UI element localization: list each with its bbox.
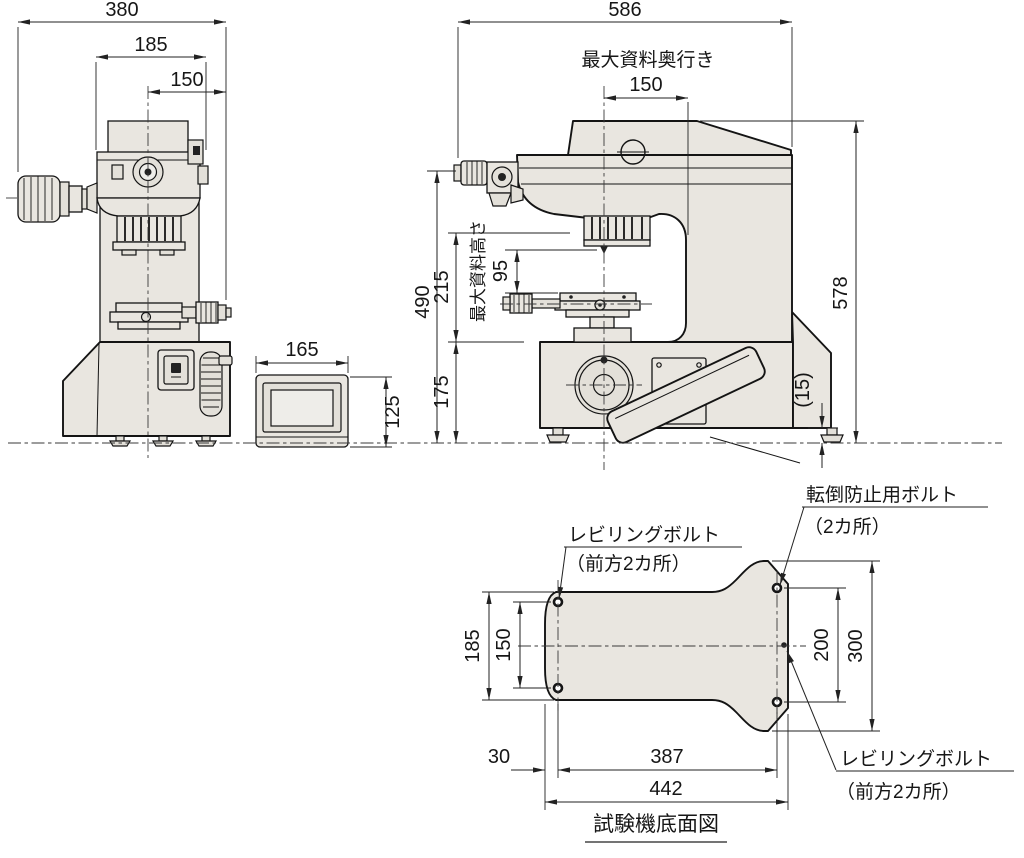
- callout-leveling-bolt-rear: レビリングボルト （前方2カ所）: [786, 650, 1014, 803]
- dim-side-center-offset: 150: [148, 69, 226, 95]
- dim-text: 442: [649, 778, 682, 800]
- dim-text: 387: [650, 746, 683, 768]
- dim-text: 30: [488, 746, 510, 768]
- callout-text-line1: レビリングボルト: [568, 524, 720, 546]
- connector-icon: [171, 363, 181, 373]
- side-eyepiece-knob: [17, 175, 98, 223]
- centerlines: [6, 86, 1002, 714]
- front-turret: [453, 160, 524, 207]
- display-screen: [270, 389, 334, 427]
- front-feet: [546, 427, 844, 443]
- front-c-frame: [516, 154, 793, 343]
- front-stage: [502, 292, 641, 343]
- dim-throat-height: 215: [431, 233, 459, 342]
- dim-base-height: 175: [431, 342, 459, 443]
- front-indenter-fins: [583, 215, 651, 241]
- dim-display-height: 125: [382, 377, 404, 447]
- dim-max-specimen-height: 95: [490, 250, 520, 293]
- dim-text: 586: [608, 0, 641, 21]
- dim-text: (15): [792, 372, 814, 408]
- dim-text: 200: [811, 628, 833, 661]
- dim-side-head-width: 185: [96, 34, 206, 60]
- side-micrometer: [195, 301, 219, 324]
- dim-text: 215: [431, 270, 453, 303]
- callout-text-line2: （2カ所）: [804, 516, 891, 538]
- front-view-machine: [453, 120, 844, 464]
- dim-text: 578: [830, 276, 852, 309]
- dims-front-view: 586 最大資料奥行き 150 490 215 最大資料高さ 95 175 57…: [412, 0, 864, 468]
- dim-text: 380: [105, 0, 138, 21]
- dim-text: 165: [285, 339, 318, 361]
- side-feet: [108, 435, 218, 447]
- dims-side-view: 380 185 150: [17, 0, 227, 300]
- dim-bottom-overall-width: 442: [545, 778, 788, 805]
- dims-bottom-view: 185 150 200 300 30 387 442: [462, 560, 880, 810]
- dim-side-overall-width: 380: [18, 0, 226, 25]
- dim-height-to-head: 490: [412, 171, 440, 443]
- bottom-view-title: 試験機底面図: [585, 813, 727, 843]
- label-max-specimen-depth: 最大資料奥行き: [581, 49, 714, 71]
- side-view-machine: [17, 120, 233, 447]
- dim-bottom-depth-wide: 300: [845, 561, 875, 731]
- dim-text: 175: [431, 375, 453, 408]
- dim-text: 300: [845, 629, 867, 662]
- callout-text-line1: 転倒防止用ボルト: [806, 484, 958, 506]
- dim-bottom-bolt-span-front: 150: [493, 602, 523, 688]
- dim-overall-height: 578: [830, 121, 859, 443]
- callout-text-line2: （前方2カ所）: [836, 781, 961, 803]
- dim-bottom-edge-offset: 30: [488, 746, 545, 773]
- dim-text: 150: [629, 74, 662, 96]
- dim-bottom-depth-narrow: 185: [462, 592, 492, 700]
- front-head-cover: [567, 120, 792, 156]
- dim-text: 185: [134, 34, 167, 56]
- label-max-specimen-height: 最大資料高さ: [469, 220, 488, 322]
- callout-text-line1: レビリングボルト: [840, 748, 992, 770]
- dim-text: 150: [493, 628, 515, 661]
- dim-text: 185: [462, 629, 484, 662]
- title-text: 試験機底面図: [593, 813, 719, 836]
- dim-text: 125: [382, 395, 404, 428]
- front-operation-panel: [606, 346, 766, 444]
- callout-leveling-bolt-front: レビリングボルト （前方2カ所）: [558, 524, 742, 600]
- side-stage: [109, 301, 232, 330]
- dim-text: 490: [412, 285, 434, 318]
- dim-bottom-bolt-span-rear: 200: [811, 588, 841, 702]
- power-cable: [709, 436, 801, 464]
- display-unit: [255, 374, 349, 448]
- dim-bottom-bolt-span-length: 387: [558, 746, 777, 773]
- dim-max-specimen-depth: 150: [604, 74, 688, 101]
- dims-display-unit: 165 125: [255, 339, 404, 448]
- callout-antitip-bolt: 転倒防止用ボルト （2カ所）: [779, 484, 988, 586]
- dim-foot-height: (15): [792, 372, 825, 468]
- callout-text-line2: （前方2カ所）: [566, 553, 691, 575]
- dim-text: 95: [490, 260, 512, 282]
- dim-front-overall-width: 586: [458, 0, 792, 25]
- indenter-tip: [600, 246, 608, 254]
- dim-text: 150: [170, 69, 203, 91]
- dim-display-width: 165: [256, 339, 348, 366]
- leveling-bolt-rear: [781, 642, 787, 648]
